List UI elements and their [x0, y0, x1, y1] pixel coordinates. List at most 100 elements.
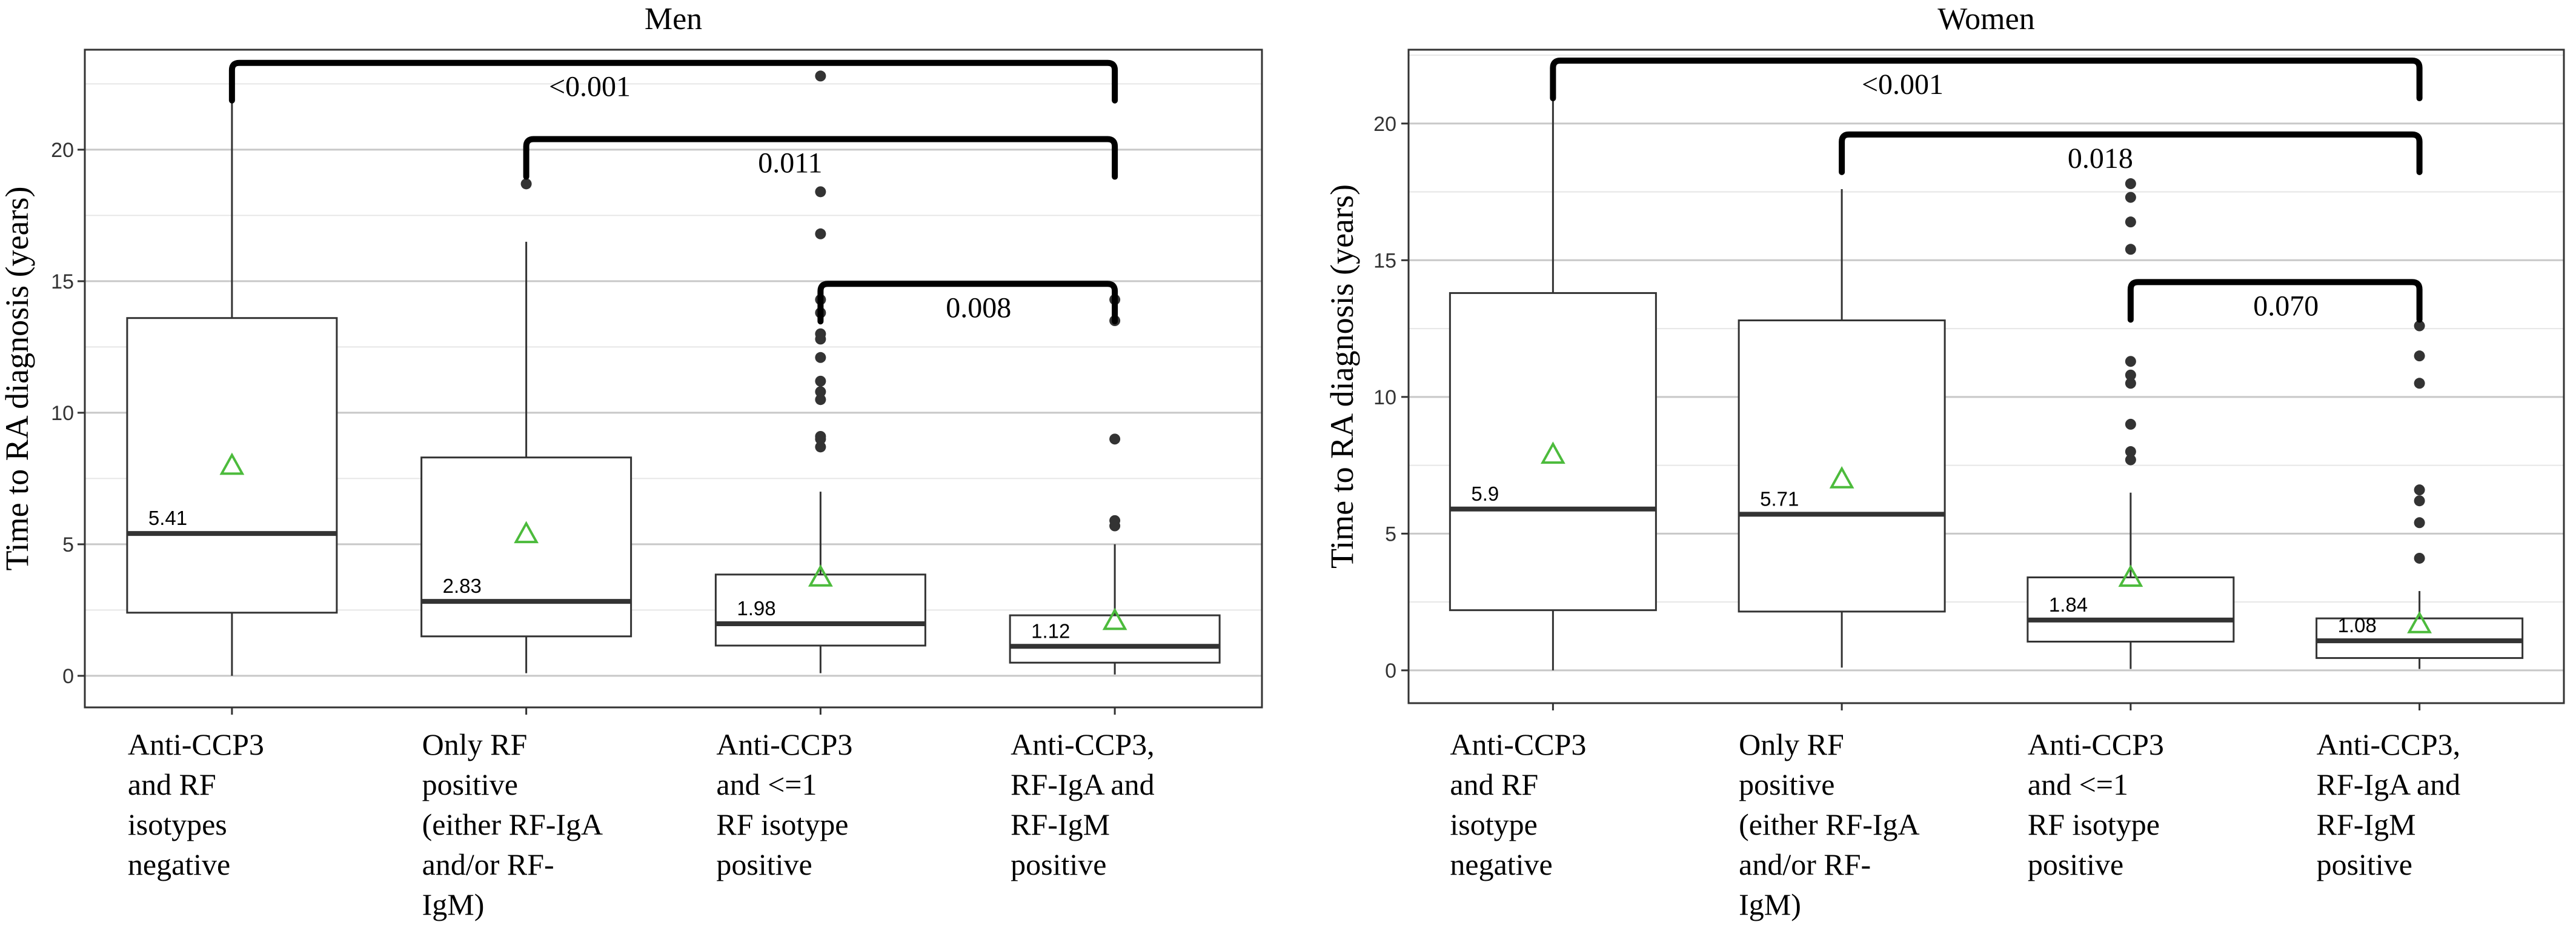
outlier-point — [1109, 433, 1121, 445]
iqr-box — [1738, 319, 1946, 613]
outlier-point — [2125, 216, 2136, 228]
outlier-point — [815, 394, 826, 406]
category-label-line: IgM) — [1739, 887, 1801, 921]
y-tick-label: 10 — [51, 402, 74, 425]
p-value-label: 0.018 — [2068, 142, 2133, 175]
median-value-label: 5.41 — [148, 507, 187, 529]
p-value-label: 0.011 — [758, 147, 822, 179]
category-label-line: positive — [2317, 847, 2412, 881]
bracket-line — [1839, 131, 2423, 175]
category-label-line: Anti-CCP3 — [716, 727, 852, 761]
median-value-label: 5.9 — [1471, 483, 1499, 505]
category-label-line: RF-IgM — [2317, 807, 2416, 841]
outlier-point — [2414, 517, 2425, 529]
outlier-point — [815, 352, 826, 363]
p-value-label: 0.070 — [2253, 290, 2319, 322]
category-label: Only RF positive (either RF-IgA and/or RF- I… — [1739, 727, 1920, 921]
category-label-line: and RF — [1450, 767, 1538, 801]
box-group: 5.41 — [126, 97, 338, 676]
category-label-line: Only RF — [1739, 727, 1844, 761]
outlier-point — [815, 186, 826, 198]
iqr-box — [1449, 292, 1657, 612]
median-value-label: 1.08 — [2338, 614, 2377, 636]
category-label-line: Anti-CCP3 — [1450, 727, 1586, 761]
iqr-box — [420, 456, 632, 638]
outlier-point — [520, 178, 532, 190]
category-label-line: isotype — [1450, 807, 1537, 841]
significance-bracket: 0.008 — [817, 281, 1118, 325]
median-value-label: 1.98 — [737, 597, 775, 619]
category-label-line: RF-IgA and — [2317, 767, 2461, 801]
significance-bracket: 0.018 — [1839, 131, 2423, 175]
category-label-line: positive — [1739, 767, 1834, 801]
mean-marker — [1102, 607, 1127, 630]
outlier-point — [2125, 244, 2136, 255]
category-label-line: Only RF — [422, 727, 528, 761]
p-value-label: 0.008 — [946, 292, 1011, 324]
panel-border — [84, 48, 1263, 709]
panel-title: Women — [1937, 2, 2034, 36]
box-group: 1.84 — [2027, 178, 2235, 669]
category-label-line: Anti-CCP3 — [128, 727, 264, 761]
category-label-line: (either RF-IgA — [1739, 807, 1920, 841]
outlier-point — [1109, 515, 1121, 526]
outlier-point — [2125, 356, 2136, 367]
significance-bracket: 0.011 — [523, 136, 1118, 180]
category-label-line: negative — [128, 847, 230, 881]
significance-bracket: <0.001 — [1550, 58, 2423, 102]
y-tick-label: 15 — [1373, 249, 1396, 272]
outlier-point — [815, 70, 826, 82]
outlier-point — [2125, 369, 2136, 381]
category-label: Anti-CCP3 and <=1 RF isotype positive — [716, 727, 852, 881]
y-tick-label: 20 — [1373, 113, 1396, 136]
category-label-line: positive — [1011, 847, 1106, 881]
bracket-line — [523, 136, 1118, 180]
outlier-point — [2414, 552, 2425, 564]
outlier-point — [2125, 454, 2136, 466]
panel-border — [1407, 48, 2565, 704]
outlier-point — [815, 228, 826, 239]
mean-marker — [2118, 564, 2143, 587]
median-value-label: 1.84 — [2049, 593, 2088, 616]
y-tick-label: 5 — [62, 533, 74, 556]
category-label-line: RF isotype — [716, 807, 848, 841]
outlier-point — [2125, 192, 2136, 203]
y-tick-label: 0 — [62, 665, 74, 688]
category-label-line: positive — [716, 847, 812, 881]
outlier-point — [2414, 350, 2425, 362]
p-value-label: <0.001 — [1862, 68, 1944, 101]
y-tick-label: 5 — [1385, 523, 1396, 546]
category-label-line: RF isotype — [2028, 807, 2160, 841]
y-tick-label: 20 — [51, 139, 74, 162]
bracket-line — [228, 59, 1118, 104]
mean-marker — [808, 564, 833, 587]
y-axis-title: Time to RA diagnosis (years) — [1324, 184, 1360, 569]
iqr-box — [2027, 576, 2235, 643]
category-label-line: isotypes — [128, 807, 227, 841]
mean-marker — [2407, 611, 2432, 633]
category-label-line: and/or RF- — [422, 847, 554, 881]
outlier-point — [2125, 378, 2136, 389]
category-label-line: and <=1 — [716, 767, 817, 801]
outlier-point — [815, 328, 826, 339]
bracket-line — [2127, 279, 2423, 323]
box-group: 2.83 — [420, 178, 632, 673]
bracket-line — [1550, 58, 2423, 102]
iqr-box — [1009, 614, 1221, 664]
y-tick-label: 10 — [1373, 386, 1396, 409]
category-label-line: and/or RF- — [1739, 847, 1871, 881]
category-label-line: Anti-CCP3 — [2028, 727, 2164, 761]
outlier-point — [2414, 378, 2425, 389]
bracket-line — [817, 281, 1118, 325]
mean-marker — [219, 452, 245, 475]
mean-marker — [514, 521, 539, 544]
category-label-line: Anti-CCP3, — [2317, 727, 2461, 761]
outlier-point — [815, 375, 826, 387]
outlier-point — [815, 441, 826, 453]
